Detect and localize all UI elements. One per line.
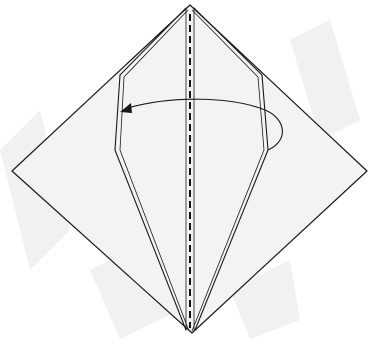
origami-diagram <box>0 0 380 339</box>
fold-diagram-canvas <box>0 0 380 339</box>
